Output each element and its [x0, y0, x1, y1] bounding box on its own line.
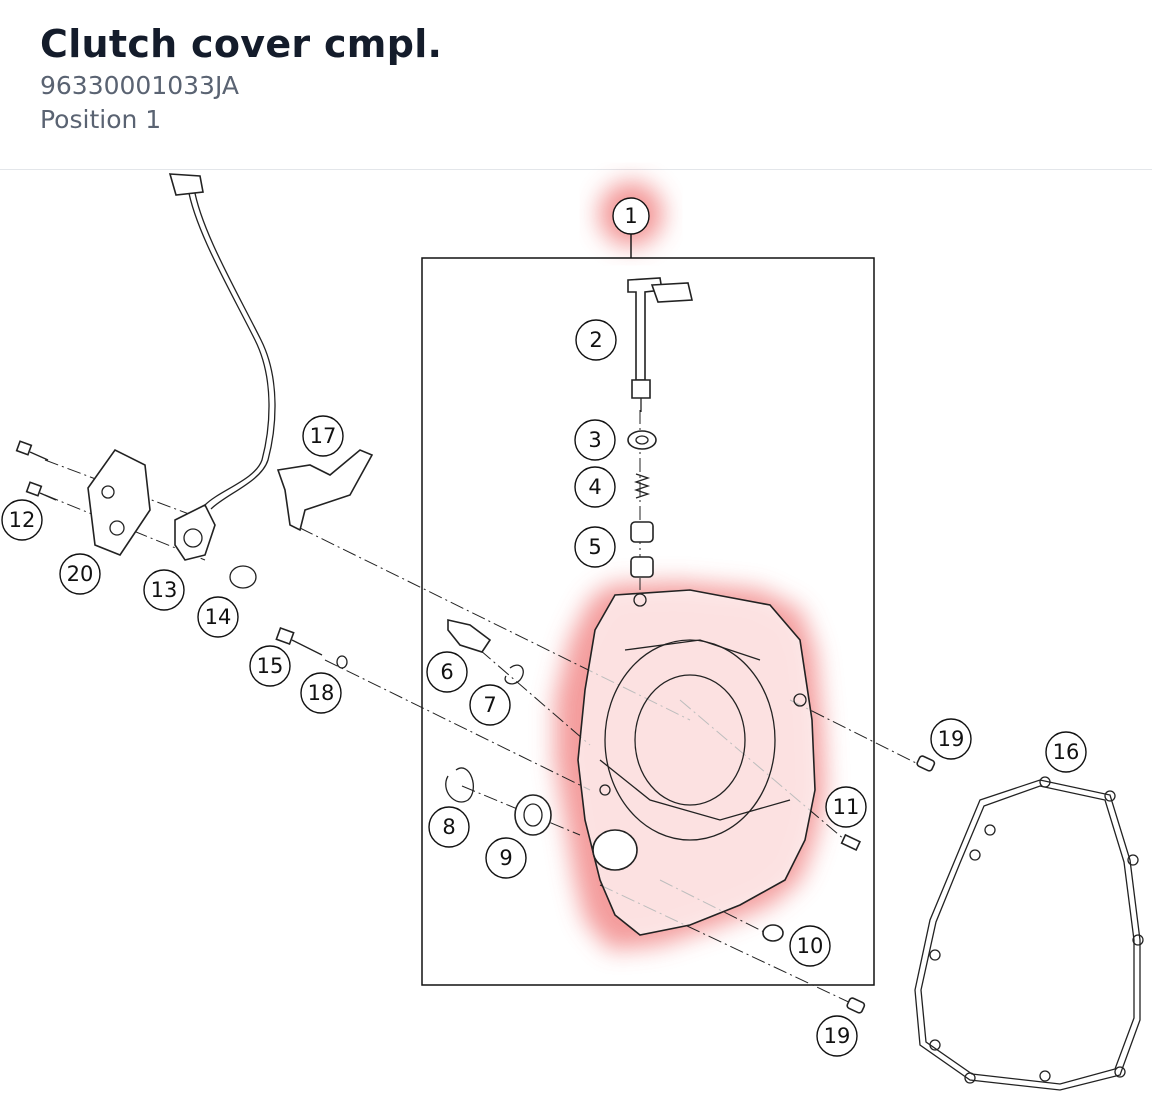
part-14-o-ring [229, 565, 257, 589]
callout-14[interactable]: 14 [197, 596, 239, 638]
part-16-gasket [914, 776, 1144, 1091]
svg-text:14: 14 [205, 605, 232, 629]
callout-12[interactable]: 12 [1, 499, 43, 541]
part-9-seal [514, 794, 552, 836]
svg-text:18: 18 [308, 681, 335, 705]
callout-3[interactable]: 3 [574, 419, 616, 461]
part-20-cover-plate [87, 448, 151, 556]
part-3-bearing [627, 430, 657, 450]
svg-text:19: 19 [938, 727, 965, 751]
part-12-bolts [15, 440, 57, 501]
assembly-frame [421, 257, 875, 986]
svg-text:10: 10 [797, 934, 824, 958]
part-2-shaft [627, 277, 693, 412]
callout-11[interactable]: 11 [825, 786, 867, 828]
svg-text:11: 11 [833, 795, 860, 819]
part-17-bracket [276, 449, 374, 532]
part-8-circlip [445, 767, 474, 803]
callout-10[interactable]: 10 [789, 925, 831, 967]
callout-2[interactable]: 2 [575, 319, 617, 361]
part-4-spring [633, 473, 651, 499]
svg-text:13: 13 [151, 578, 178, 602]
callout-7[interactable]: 7 [469, 684, 511, 726]
svg-text:20: 20 [67, 562, 94, 586]
callout-20[interactable]: 20 [59, 553, 101, 595]
callout-13[interactable]: 13 [143, 569, 185, 611]
part-19-dowel-lower [846, 997, 866, 1014]
part-18-washer [336, 655, 348, 669]
svg-text:19: 19 [824, 1024, 851, 1048]
svg-text:6: 6 [440, 660, 453, 684]
svg-text:16: 16 [1053, 740, 1080, 764]
header: Clutch cover cmpl. 96330001033JA Positio… [0, 0, 1152, 170]
callout-19-upper[interactable]: 19 [930, 718, 972, 760]
part-13-sensor [174, 503, 216, 561]
callout-16[interactable]: 16 [1045, 731, 1087, 773]
svg-text:7: 7 [483, 693, 496, 717]
callout-9[interactable]: 9 [485, 837, 527, 879]
callout-5[interactable]: 5 [574, 526, 616, 568]
part-7-clip [504, 664, 524, 685]
part-11-plug [840, 833, 862, 851]
svg-text:9: 9 [499, 846, 512, 870]
part-19-dowel-upper [916, 755, 936, 772]
part-10-sleeve [762, 924, 784, 942]
svg-text:15: 15 [257, 654, 284, 678]
callout-15[interactable]: 15 [249, 645, 291, 687]
part-number: 96330001033JA [40, 71, 239, 100]
callout-4[interactable]: 4 [574, 466, 616, 508]
svg-text:3: 3 [588, 428, 601, 452]
callout-18[interactable]: 18 [300, 672, 342, 714]
svg-text:1: 1 [624, 204, 637, 228]
sensor-cable [168, 173, 276, 510]
part-5-bearings [630, 521, 654, 578]
callout-1[interactable]: 1 [612, 197, 650, 235]
callout-17[interactable]: 17 [302, 415, 344, 457]
callout-19-lower[interactable]: 19 [816, 1015, 858, 1057]
clutch-cover-body [577, 589, 816, 936]
part-6-breather [447, 618, 492, 653]
callout-8[interactable]: 8 [428, 806, 470, 848]
part-15-bolt [275, 626, 323, 656]
svg-text:8: 8 [442, 815, 455, 839]
position-label: Position 1 [40, 105, 162, 134]
page-title: Clutch cover cmpl. [40, 22, 443, 66]
svg-text:5: 5 [588, 535, 601, 559]
svg-text:4: 4 [588, 475, 601, 499]
callout-6[interactable]: 6 [426, 651, 468, 693]
svg-text:12: 12 [9, 508, 36, 532]
svg-text:2: 2 [589, 328, 602, 352]
svg-text:17: 17 [310, 424, 337, 448]
